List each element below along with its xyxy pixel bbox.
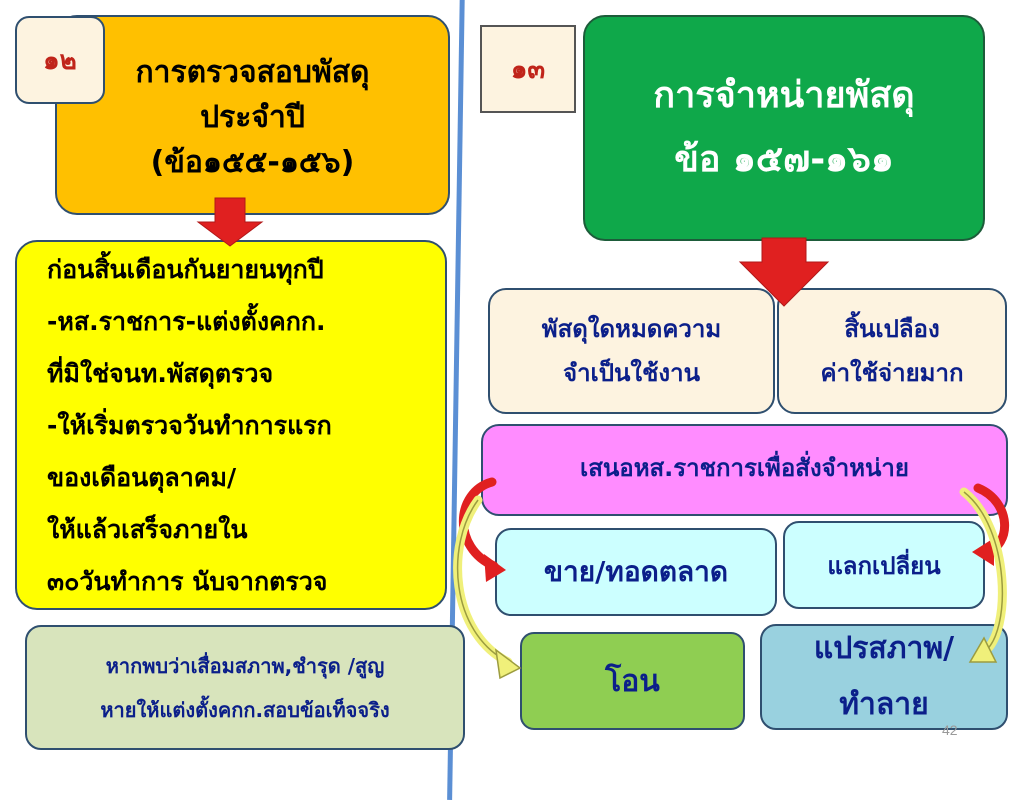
procedure-line-5: ของเดือนตุลาคม/ xyxy=(47,463,237,492)
annual-inspection-title-line-2: ประจำปี xyxy=(200,99,305,135)
transfer-label: โอน xyxy=(605,663,660,699)
propose-disposal-label: เสนอหส.ราชการเพื่อสั่งจำหน่าย xyxy=(580,453,909,482)
exchange-label: แลกเปลี่ยน xyxy=(827,551,941,580)
convert-destroy-line-2: ทำลาย xyxy=(839,687,929,722)
procedure-line-4: -ให้เริ่มตรวจวันทำการแรก xyxy=(47,411,332,440)
disposal-title-line-2: ข้อ ๑๕๗-๑๖๑ xyxy=(674,139,894,180)
damage-note-line-2: หายให้แต่งตั้งคกก.สอบข้อเท็จจริง xyxy=(100,697,390,722)
annual-inspection-title-line-3: (ข้อ๑๕๕-๑๕๖) xyxy=(150,144,355,180)
procedure-line-2: -หส.ราชการ-แต่งตั้งคกก. xyxy=(47,307,326,336)
section-13-badge: ๑๓ xyxy=(480,25,576,113)
sell-auction-label: ขาย/ทอดตลาด xyxy=(543,555,729,588)
section-13-badge-label: ๑๓ xyxy=(510,54,546,85)
condition-2-line-2: ค่าใช้จ่ายมาก xyxy=(820,359,964,387)
condition-no-longer-needed-box: พัสดุใดหมดความ จำเป็นใช้งาน xyxy=(488,288,775,414)
curve-arrow-to-transfer-head-icon xyxy=(495,648,522,680)
condition-2-line-1: สิ้นเปลือง xyxy=(844,315,940,343)
sell-auction-box: ขาย/ทอดตลาด xyxy=(495,528,777,616)
transfer-box: โอน xyxy=(520,632,745,730)
condition-1-line-1: พัสดุใดหมดความ xyxy=(541,315,722,343)
section-12-badge-label: ๑๒ xyxy=(43,45,77,76)
damage-note-line-1: หากพบว่าเสื่อมสภาพ,ชำรุด /สูญ xyxy=(105,653,385,678)
convert-destroy-line-1: แปรสภาพ/ xyxy=(813,631,955,666)
exchange-box: แลกเปลี่ยน xyxy=(783,521,985,609)
procedure-line-1: ก่อนสิ้นเดือนกันยายนทุกปี xyxy=(47,255,324,284)
section-12-badge: ๑๒ xyxy=(15,16,105,104)
damage-note-box: หากพบว่าเสื่อมสภาพ,ชำรุด /สูญ หายให้แต่ง… xyxy=(25,625,465,750)
annual-inspection-title-box: การตรวจสอบพัสดุ ประจำปี (ข้อ๑๕๕-๑๕๖) xyxy=(55,15,450,215)
inspection-procedure-box: ก่อนสิ้นเดือนกันยายนทุกปี -หส.ราชการ-แต่… xyxy=(15,240,447,610)
procedure-line-7: ๓๐วันทำการ นับจากตรวจ xyxy=(47,567,328,596)
condition-high-cost-box: สิ้นเปลือง ค่าใช้จ่ายมาก xyxy=(777,288,1007,414)
procedure-line-6: ให้แล้วเสร็จภายใน xyxy=(47,515,248,544)
annual-inspection-title-line-1: การตรวจสอบพัสดุ xyxy=(135,54,370,90)
condition-1-line-2: จำเป็นใช้งาน xyxy=(563,359,700,387)
disposal-title-line-1: การจำหน่ายพัสดุ xyxy=(653,75,915,116)
procedure-line-3: ที่มิใช่จนท.พัสดุตรวจ xyxy=(47,359,274,388)
propose-disposal-box: เสนอหส.ราชการเพื่อสั่งจำหน่าย xyxy=(481,424,1008,516)
disposal-title-box: การจำหน่ายพัสดุ ข้อ ๑๕๗-๑๖๑ xyxy=(583,15,985,241)
convert-destroy-box: แปรสภาพ/ ทำลาย xyxy=(760,624,1008,730)
page-number: 42 xyxy=(942,722,958,738)
